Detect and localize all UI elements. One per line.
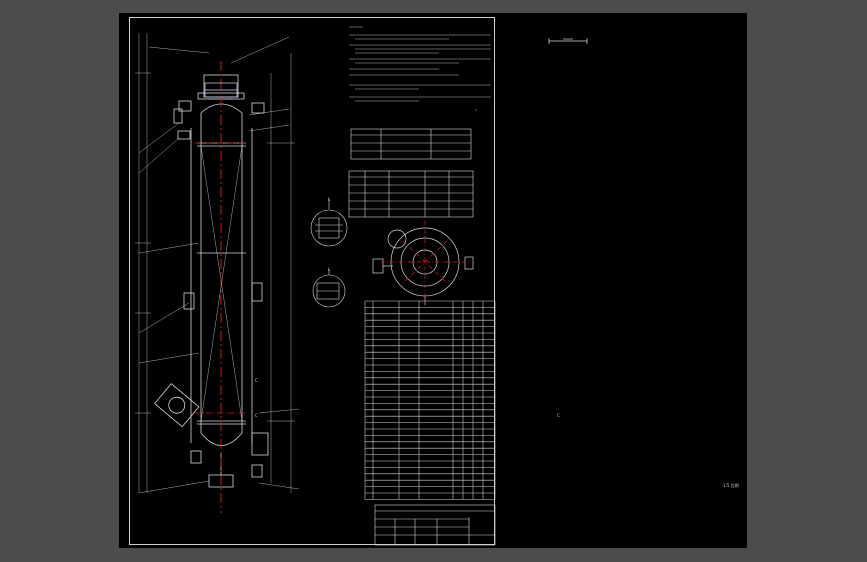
detail-view-1 bbox=[310, 198, 348, 247]
technical-notes bbox=[349, 26, 491, 112]
table-design-data bbox=[350, 128, 472, 160]
title-block bbox=[374, 504, 496, 546]
drawing-sheet-frame bbox=[129, 17, 495, 545]
detail-mark-l1: L bbox=[328, 197, 331, 202]
section-mark-c3: C bbox=[557, 413, 560, 418]
top-equipment bbox=[204, 82, 238, 98]
scale-bar bbox=[548, 38, 588, 44]
plan-view bbox=[372, 227, 474, 305]
tower-drawing bbox=[135, 26, 588, 546]
section-mark-c1: C bbox=[255, 378, 258, 383]
cad-viewport[interactable]: C C C L L 1:5 比例 bbox=[119, 13, 747, 548]
column-shell bbox=[135, 33, 300, 494]
parts-list bbox=[364, 300, 496, 500]
corner-note: 1:5 比例 bbox=[723, 483, 739, 488]
plan-view-centerlines bbox=[381, 221, 469, 303]
detail-view-2 bbox=[312, 269, 346, 308]
table-nozzles bbox=[348, 170, 474, 218]
detail-mark-l2: L bbox=[328, 267, 331, 272]
section-mark-c2: C bbox=[255, 413, 258, 418]
